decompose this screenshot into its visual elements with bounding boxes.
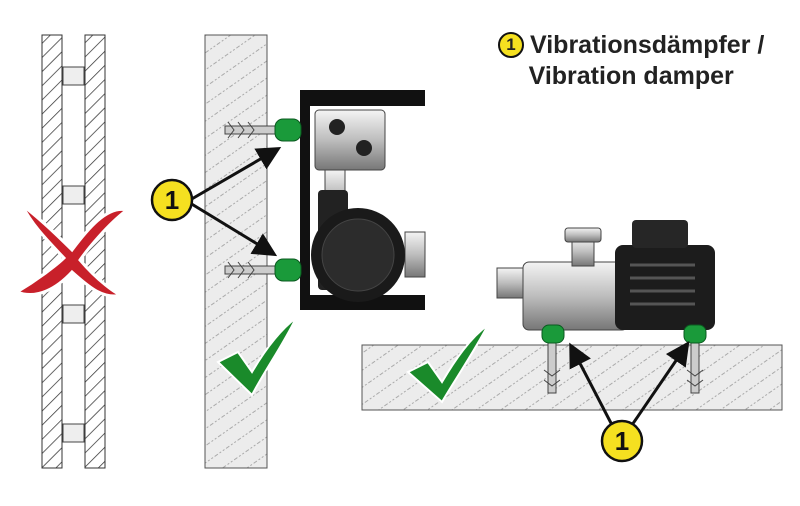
callout-number: 1 xyxy=(165,185,179,215)
legend-line-english: Vibration damper xyxy=(528,62,734,90)
correct-check-icon xyxy=(216,317,297,397)
legend-number-badge: 1 xyxy=(498,32,524,58)
callout-damper-floor: 1 xyxy=(569,341,690,463)
callout-damper-wall: 1 xyxy=(150,146,282,257)
vibration-damper xyxy=(274,118,302,282)
wrong-x-icon xyxy=(13,203,131,298)
correct-check-icon xyxy=(406,324,489,404)
wall-anchor xyxy=(224,121,281,279)
vibration-damper xyxy=(541,324,707,344)
wall-pump xyxy=(311,109,426,302)
solid-wall xyxy=(204,34,268,469)
callout-number: 1 xyxy=(615,426,629,456)
floor-pump xyxy=(496,220,715,331)
legend-line-german: Vibrationsdämpfer / xyxy=(530,31,765,59)
stud-wall xyxy=(41,34,106,469)
wall-bracket xyxy=(300,90,425,310)
